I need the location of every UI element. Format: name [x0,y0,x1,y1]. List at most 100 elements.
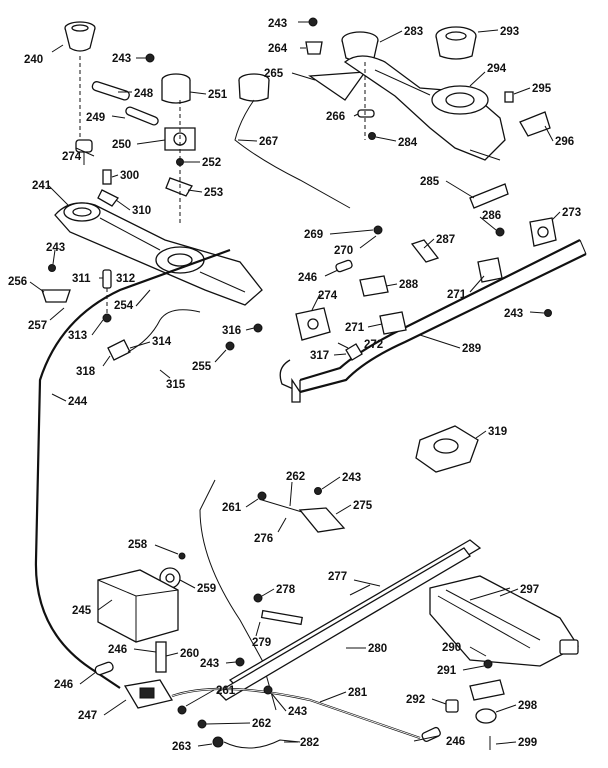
label-311: 311 [72,273,91,285]
screw-269 [373,225,383,235]
fitting-316 [253,323,263,333]
valve-274b [295,307,331,341]
bracket-265 [308,71,367,101]
label-315: 315 [166,379,186,391]
orifice-274a [75,139,93,165]
label-286: 286 [482,210,501,222]
label-289: 289 [462,343,481,355]
label-295: 295 [532,83,552,95]
label-244: 244 [68,396,88,408]
screw-313 [102,313,112,323]
label-263: 263 [172,741,191,753]
label-276: 276 [254,533,273,545]
valve-288 [359,275,389,297]
label-316: 316 [222,325,241,337]
label-262: 262 [252,718,271,730]
nut-261b [177,705,187,715]
part-labels: 240 243 248 251 249 250 252 253 274 300 … [8,18,581,753]
clip-253 [165,177,193,197]
label-243: 243 [504,308,523,320]
label-312: 312 [116,273,135,285]
burner-cap-293 [435,26,477,60]
cup-267 [238,73,270,102]
screw-300 [102,169,112,185]
label-272: 272 [364,339,383,351]
label-240: 240 [24,54,43,66]
label-292: 292 [406,694,425,706]
label-310: 310 [132,205,151,217]
label-245: 245 [72,605,92,617]
label-285: 285 [420,176,440,188]
bracket-256 [41,289,71,303]
label-269: 269 [304,229,323,241]
label-246: 246 [54,679,73,691]
label-299: 299 [518,737,537,749]
label-287: 287 [436,234,455,246]
clip-286 [495,227,505,237]
label-277: 277 [328,571,347,583]
valve-319 [415,425,479,473]
label-271: 271 [345,322,365,334]
label-270: 270 [334,245,353,257]
burner-297 [429,575,579,667]
tube-281 [171,687,421,740]
tube-248 [91,81,130,101]
label-274: 274 [62,151,82,163]
label-261: 261 [222,502,242,514]
label-283: 283 [404,26,423,38]
label-317: 317 [310,350,329,362]
label-246: 246 [298,272,317,284]
screw-291 [483,659,493,669]
screw-295 [504,91,514,103]
screw-243c [308,17,318,27]
label-243: 243 [288,706,307,718]
clip-264 [305,41,323,55]
screw-258 [178,552,186,560]
screw-243a [145,53,155,63]
burner-bracket-241 [54,202,263,306]
valve-260 [155,641,167,673]
label-254: 254 [114,300,134,312]
label-282: 282 [300,737,319,749]
cap-298 [475,708,497,724]
valve-292 [445,699,459,713]
bracket-285 [469,183,509,209]
tube-249 [125,106,159,126]
gas-tube-244 [34,248,231,689]
bracket-290 [469,679,505,701]
label-261: 261 [216,685,236,697]
clip-310 [97,189,119,207]
label-259: 259 [197,583,216,595]
wire-267 [234,99,351,209]
label-243: 243 [200,658,219,670]
label-246: 246 [108,644,127,656]
label-264: 264 [268,43,288,55]
label-257: 257 [28,320,47,332]
bar-279 [260,609,303,626]
label-288: 288 [399,279,419,291]
label-256: 256 [8,276,27,288]
wire-282 [223,739,301,749]
label-284: 284 [398,137,418,149]
label-318: 318 [76,366,96,378]
label-271: 271 [447,289,467,301]
box-245 [97,569,179,643]
label-251: 251 [208,89,228,101]
label-267: 267 [259,136,278,148]
pilot-tube-315 [127,309,201,353]
spring-311-312 [102,269,112,289]
label-314: 314 [152,336,172,348]
spring-266 [357,109,375,118]
leader-lines [29,21,561,747]
label-298: 298 [518,700,538,712]
valve-247 [123,679,174,709]
label-265: 265 [264,68,284,80]
label-243: 243 [46,242,65,254]
pilot-318 [107,339,131,361]
screw-243d [544,309,552,317]
label-275: 275 [353,500,373,512]
label-280: 280 [368,643,387,655]
label-300: 300 [120,170,139,182]
burner-cap-283 [341,31,379,62]
label-252: 252 [202,157,221,169]
